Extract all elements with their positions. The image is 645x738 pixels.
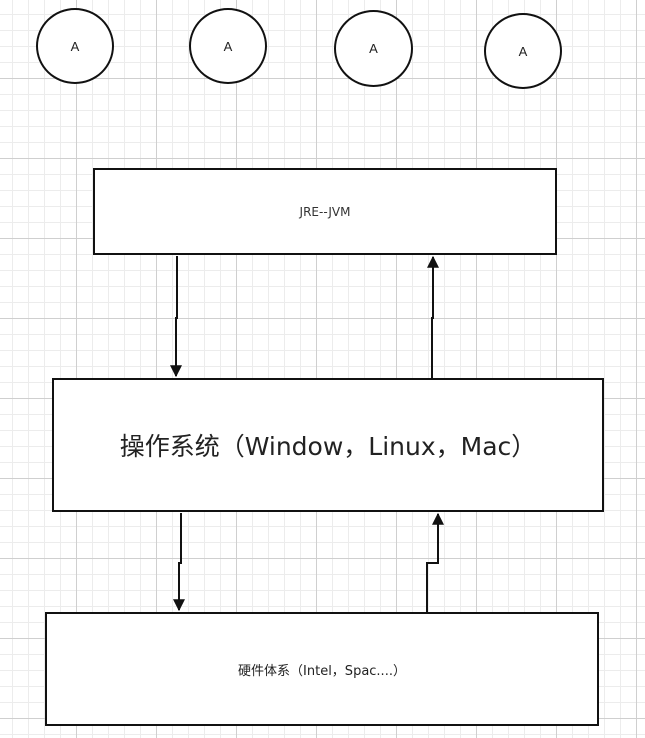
operating-system-label: 操作系统（Window，Linux，Mac）: [119, 432, 537, 461]
node-a-1-label: A: [70, 38, 80, 54]
edge-os-to-jre[interactable]: [427, 255, 439, 378]
jre-jvm-box[interactable]: JRE--JVM: [93, 168, 557, 255]
hardware-label: 硬件体系（Intel，Spac....）: [238, 663, 406, 679]
node-a-4[interactable]: A: [484, 13, 562, 89]
jre-jvm-label: JRE--JVM: [299, 204, 351, 219]
node-a-4-label: A: [518, 43, 528, 59]
edge-jre-to-os[interactable]: [170, 256, 182, 378]
node-a-3[interactable]: A: [334, 10, 413, 87]
node-a-2[interactable]: A: [189, 8, 267, 84]
operating-system-box[interactable]: 操作系统（Window，Linux，Mac）: [52, 378, 604, 512]
node-a-1[interactable]: A: [36, 8, 114, 84]
edge-os-to-hw[interactable]: [173, 513, 185, 612]
edge-hw-to-os[interactable]: [426, 512, 444, 612]
hardware-box[interactable]: 硬件体系（Intel，Spac....）: [45, 612, 599, 726]
node-a-2-label: A: [223, 38, 233, 54]
node-a-3-label: A: [369, 41, 378, 56]
